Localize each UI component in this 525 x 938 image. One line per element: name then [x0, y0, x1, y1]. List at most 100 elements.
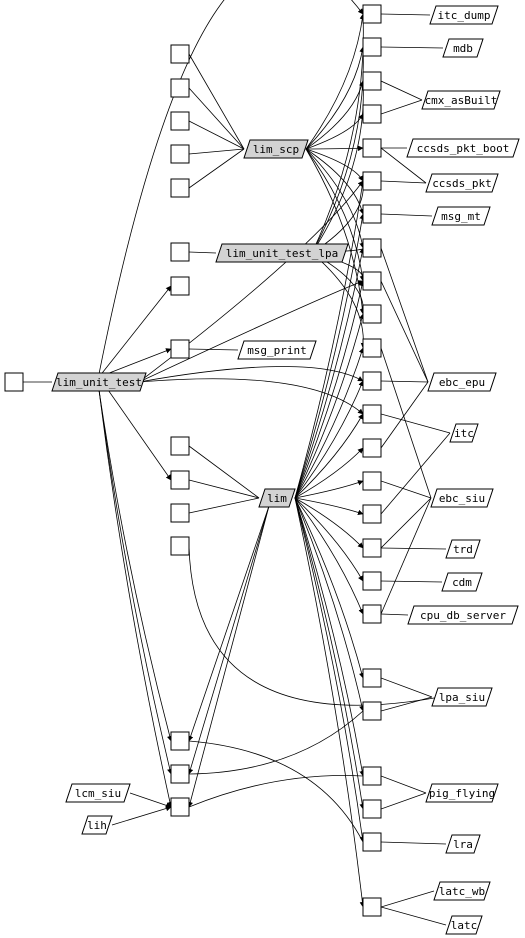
node-lih[interactable]: lih	[81, 815, 113, 835]
node-shape	[445, 539, 481, 559]
node-lra[interactable]: lra	[445, 834, 481, 854]
dependency-edge	[98, 389, 173, 742]
module-box[interactable]	[362, 701, 382, 721]
dependency-edge	[187, 505, 270, 775]
module-box[interactable]	[362, 371, 382, 391]
module-box[interactable]	[362, 538, 382, 558]
module-box[interactable]	[170, 503, 190, 523]
module-box[interactable]	[362, 37, 382, 57]
node-mdb[interactable]: mdb	[442, 38, 484, 58]
module-box[interactable]	[362, 766, 382, 786]
node-shape	[237, 340, 317, 360]
node-label: lih	[87, 819, 107, 832]
dependency-edge	[188, 148, 245, 189]
node-ebc-siu[interactable]: ebc_siu	[430, 488, 494, 508]
dependency-edge	[305, 148, 366, 282]
node-ccsds-pkt[interactable]: ccsds_pkt	[425, 173, 499, 193]
node-shape	[441, 572, 483, 592]
node-lcm-siu[interactable]: lcm_siu	[65, 783, 131, 803]
node-label: ebc_siu	[439, 492, 485, 505]
node-lim[interactable]: lim	[258, 488, 296, 508]
module-box[interactable]	[4, 372, 24, 392]
module-box[interactable]	[362, 504, 382, 524]
node-itc[interactable]: itc	[449, 423, 479, 443]
dependency-edge	[380, 497, 432, 549]
node-itc-dump[interactable]: itc_dump	[429, 5, 499, 25]
module-box[interactable]	[170, 731, 190, 751]
node-pig-flying[interactable]: pig_flying	[425, 783, 499, 803]
dependency-edge	[380, 775, 427, 794]
node-lim-scp[interactable]: lim_scp	[243, 139, 309, 159]
node-label: ccsds_pkt_boot	[417, 142, 510, 155]
module-box[interactable]	[170, 339, 190, 359]
node-shape	[427, 372, 497, 392]
node-label: lim_unit_test	[56, 376, 142, 389]
module-box[interactable]	[170, 536, 190, 556]
dependency-edge	[294, 247, 365, 499]
node-shape	[431, 687, 493, 707]
node-msg-print[interactable]: msg_print	[237, 340, 317, 360]
dependency-edge	[380, 480, 432, 499]
node-cpu-db-server[interactable]: cpu_db_server	[407, 605, 519, 625]
module-box[interactable]	[362, 138, 382, 158]
dependency-edge	[294, 280, 365, 499]
module-box[interactable]	[170, 470, 190, 490]
node-label: latc	[451, 919, 478, 932]
node-lpa-siu[interactable]: lpa_siu	[431, 687, 493, 707]
module-box[interactable]	[170, 797, 190, 817]
node-lim-unit-test-lpa[interactable]: lim_unit_test_lpa	[215, 243, 349, 263]
node-shape	[445, 915, 483, 935]
module-box[interactable]	[362, 271, 382, 291]
module-box[interactable]	[362, 4, 382, 24]
dependency-edge	[380, 46, 444, 49]
node-label: ebc_epu	[439, 376, 485, 389]
node-trd[interactable]: trd	[445, 539, 481, 559]
module-box[interactable]	[170, 111, 190, 131]
dependency-edge	[380, 613, 409, 616]
module-box[interactable]	[170, 276, 190, 296]
node-cmx-asBuilt[interactable]: cmx_asBuilt	[421, 90, 501, 110]
node-ccsds-pkt-boot[interactable]: ccsds_pkt_boot	[406, 138, 520, 158]
module-box[interactable]	[362, 668, 382, 688]
dependency-edge	[380, 180, 427, 184]
module-box[interactable]	[362, 404, 382, 424]
node-latc-wb[interactable]: latc_wb	[433, 881, 491, 901]
dependency-edge	[294, 497, 364, 549]
module-box[interactable]	[362, 104, 382, 124]
module-box[interactable]	[362, 438, 382, 458]
dependency-edge	[188, 497, 260, 514]
dependency-edge	[188, 53, 245, 150]
node-ebc-epu[interactable]: ebc_epu	[427, 372, 497, 392]
node-msg-mt[interactable]: msg_mt	[431, 206, 491, 226]
dependency-edge	[98, 285, 172, 378]
node-lim-unit-test[interactable]: lim_unit_test	[51, 372, 147, 392]
module-box[interactable]	[362, 897, 382, 917]
module-box[interactable]	[362, 832, 382, 852]
module-box[interactable]	[170, 144, 190, 164]
module-box[interactable]	[362, 71, 382, 91]
module-box[interactable]	[170, 44, 190, 64]
dependency-edge	[294, 480, 364, 499]
module-box[interactable]	[170, 242, 190, 262]
module-box[interactable]	[362, 471, 382, 491]
dependency-edge	[380, 547, 447, 550]
module-box[interactable]	[362, 604, 382, 624]
module-box[interactable]	[170, 436, 190, 456]
module-box[interactable]	[362, 204, 382, 224]
module-box[interactable]	[170, 78, 190, 98]
node-cdm[interactable]: cdm	[441, 572, 483, 592]
module-box[interactable]	[362, 238, 382, 258]
node-shape	[407, 605, 519, 625]
module-box[interactable]	[362, 338, 382, 358]
node-latc[interactable]: latc	[445, 915, 483, 935]
module-box[interactable]	[362, 571, 382, 591]
module-box[interactable]	[170, 764, 190, 784]
module-box[interactable]	[170, 178, 190, 198]
node-shape	[429, 5, 499, 25]
dependency-edge	[187, 505, 270, 742]
module-box[interactable]	[362, 304, 382, 324]
module-box[interactable]	[362, 171, 382, 191]
module-box[interactable]	[362, 799, 382, 819]
